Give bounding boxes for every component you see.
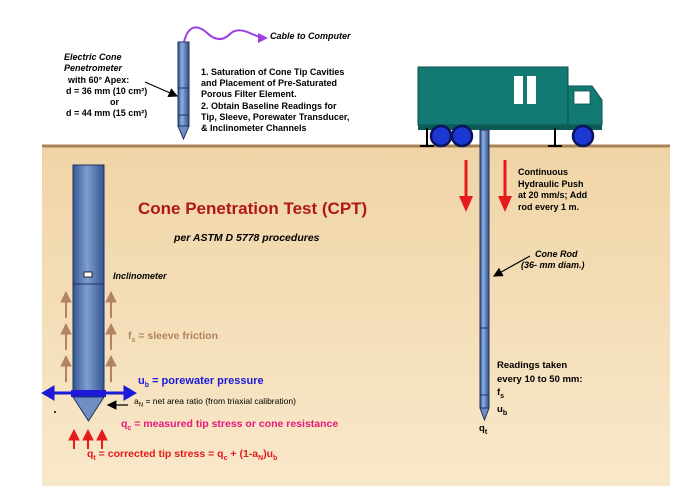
push-line3: at 20 mm/s; Add [518, 190, 588, 200]
small-cone-penetrometer [177, 41, 190, 141]
reading-qt: qt [479, 423, 488, 436]
electric-cone-line3: with 60° Apex: [68, 75, 130, 85]
sleeve-friction-label: fs = sleeve friction [128, 330, 218, 345]
soil-layer [42, 146, 670, 486]
reading-fs: fs [497, 387, 505, 400]
net-area-ratio-label: aN = net area ratio (from triaxial calib… [134, 396, 296, 409]
sleeve-friction-arrows [60, 290, 117, 382]
step-line5: Tip, Sleeve, Porewater Transducer, [201, 112, 350, 122]
push-arrows [459, 160, 512, 212]
cable-arrowhead [258, 33, 268, 43]
cone-leader-line [144, 81, 179, 98]
electric-cone-line1: Electric Cone [64, 52, 122, 62]
step-line2: and Placement of Pre-Saturated [201, 78, 338, 88]
electric-cone-line2: Penetrometer [64, 63, 123, 73]
cone-or: or [110, 97, 119, 107]
diagram-subtitle: per ASTM D 5778 procedures [174, 232, 320, 244]
large-cone-penetrometer [71, 164, 106, 422]
step-line1: 1. Saturation of Cone Tip Cavities [201, 67, 345, 77]
cone-rod-label: Cone Rod [535, 249, 578, 259]
cable-label: Cable to Computer [270, 31, 351, 41]
cone-rod-leader [492, 255, 531, 277]
corrected-tip-stress-label: qt = corrected tip stress = qc + (1-aN)u… [87, 448, 278, 463]
tip-stress-arrows [68, 428, 108, 449]
tip-stress-label: qc = measured tip stress or cone resista… [121, 418, 339, 433]
porewater-label: ub = porewater pressure [138, 375, 264, 390]
cone-diameter-36: d = 36 mm (10 cm²) [66, 86, 148, 96]
cpt-truck [417, 66, 603, 148]
reading-ub: ub [497, 404, 508, 417]
cone-rod [479, 129, 490, 422]
cable-line [183, 26, 263, 43]
cone-rod-diameter: (36- mm diam.) [521, 260, 585, 270]
step-line4: 2. Obtain Baseline Readings for [201, 101, 337, 111]
push-line2: Hydraulic Push [518, 179, 584, 189]
inclinometer-label: Inclinometer [113, 271, 167, 281]
cone-diameter-44: d = 44 mm (15 cm²) [66, 108, 148, 118]
push-line1: Continuous [518, 167, 568, 177]
push-line4: rod every 1 m. [518, 202, 580, 212]
readings-line1: Readings taken [497, 360, 568, 371]
readings-line2: every 10 to 50 mm: [497, 374, 583, 385]
porewater-arrow [41, 385, 137, 401]
step-line3: Porous Filter Element. [201, 89, 297, 99]
diagram-title: Cone Penetration Test (CPT) [138, 199, 368, 218]
step-line6: & Inclinometer Channels [201, 123, 307, 133]
